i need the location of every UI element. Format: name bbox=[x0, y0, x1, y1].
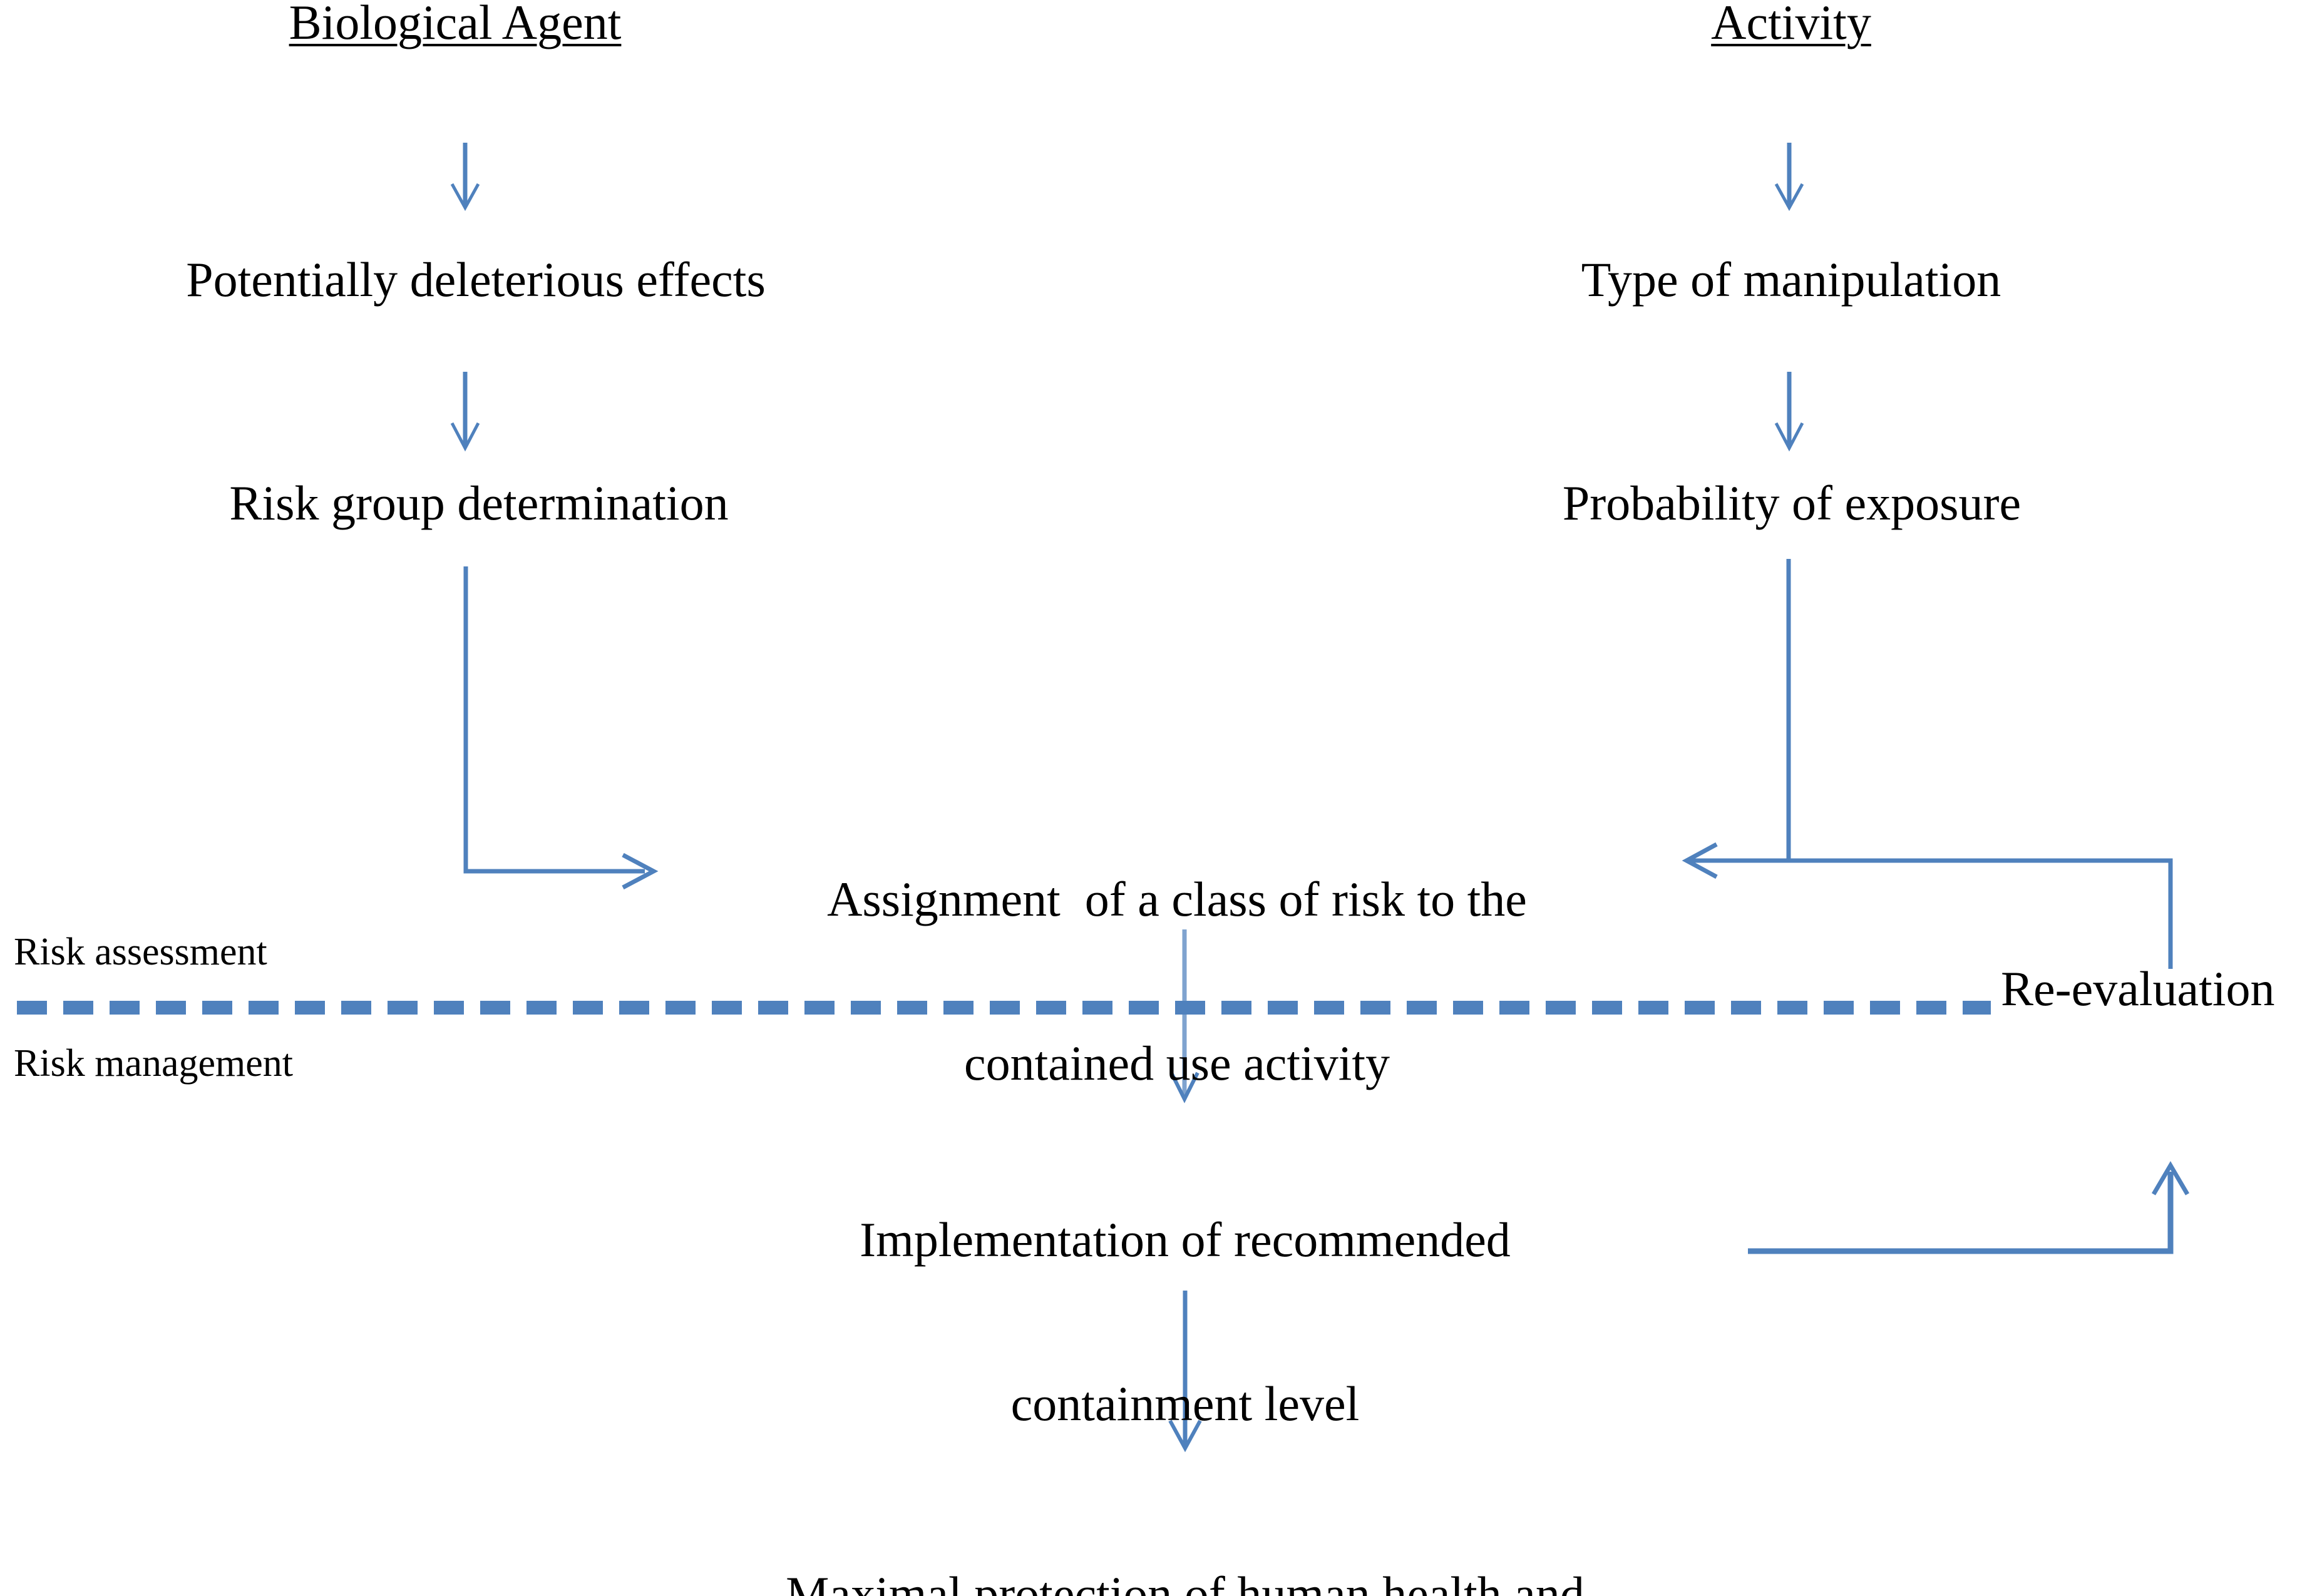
node-implementation-containment-level: Implementation of recommended containmen… bbox=[860, 1103, 1511, 1540]
connector-agent-to-effects bbox=[450, 143, 480, 212]
node-risk-group-determination: Risk group determination bbox=[229, 476, 729, 530]
label-risk-assessment: Risk assessment bbox=[14, 931, 267, 973]
connector-manipulation-to-probability bbox=[1774, 372, 1804, 452]
connector-activity-to-manipulation bbox=[1774, 143, 1804, 212]
connector-implementation-to-maximal bbox=[1168, 1291, 1202, 1453]
assignment-line-1: Assignment of a class of risk to the bbox=[827, 871, 1527, 926]
node-type-of-manipulation: Type of manipulation bbox=[1581, 252, 2001, 307]
implementation-line-1: Implementation of recommended bbox=[860, 1212, 1511, 1267]
maximal-line-1: Maximal protection of human health and bbox=[786, 1566, 1585, 1596]
node-assignment-class-of-risk: Assignment of a class of risk to the con… bbox=[827, 762, 1527, 1200]
connector-re-evaluation-lower bbox=[1748, 1161, 2190, 1254]
connector-effects-to-riskgroup bbox=[450, 372, 480, 452]
assignment-line-2: contained use activity bbox=[963, 1035, 1390, 1090]
node-probability-of-exposure: Probability of exposure bbox=[1562, 476, 2021, 530]
node-maximal-protection: Maximal protection of human health and t… bbox=[786, 1457, 1585, 1596]
node-activity: Activity bbox=[1711, 0, 1871, 49]
connector-re-evaluation-upper bbox=[1687, 858, 2173, 969]
connector-riskgroup-to-assignment bbox=[463, 566, 659, 890]
node-potentially-deleterious-effects: Potentially deleterious effects bbox=[186, 252, 766, 307]
node-biological-agent: Biological Agent bbox=[289, 0, 622, 49]
connector-assignment-to-implementation bbox=[1169, 929, 1200, 1103]
connector-probability-to-assignment bbox=[1682, 559, 1791, 879]
implementation-line-2: containment level bbox=[1010, 1376, 1360, 1431]
label-re-evaluation: Re-evaluation bbox=[2001, 961, 2275, 1016]
label-risk-management: Risk management bbox=[14, 1042, 293, 1085]
